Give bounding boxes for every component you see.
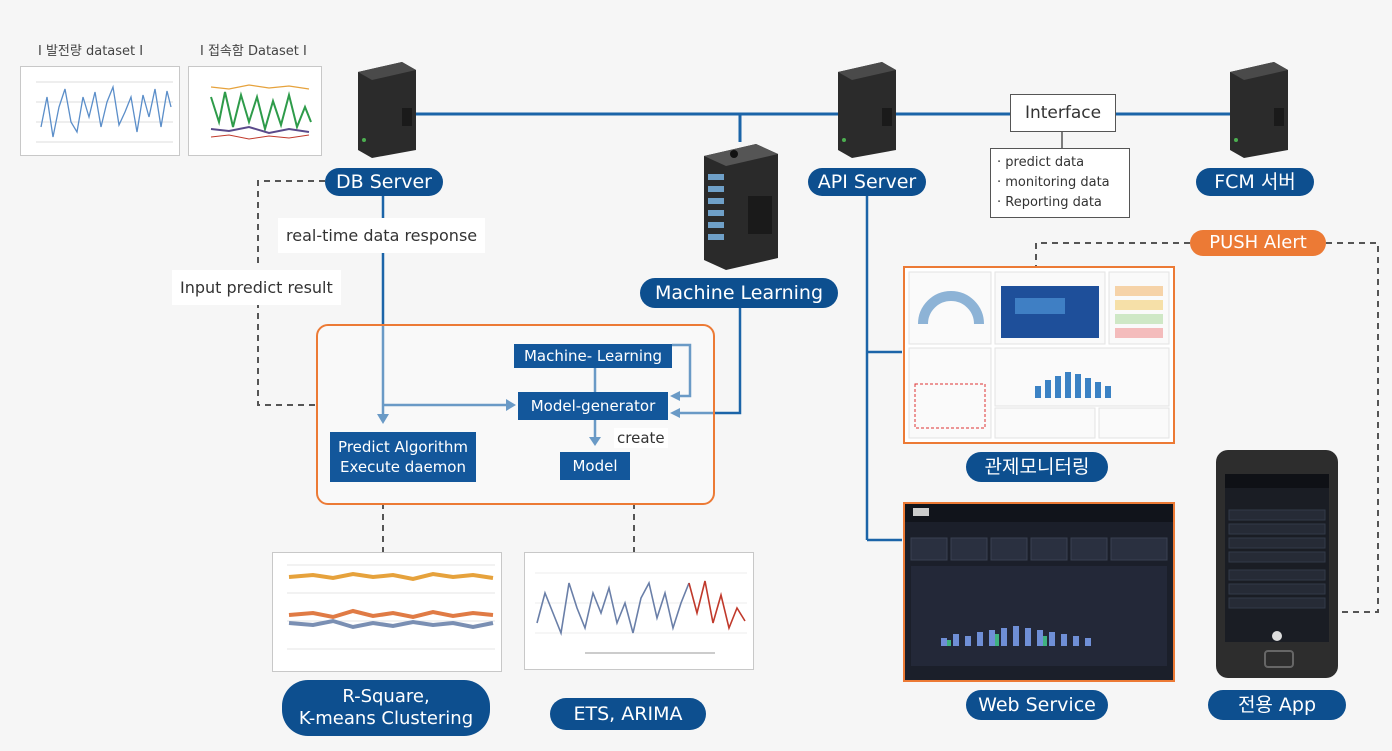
ml-server-icon bbox=[698, 140, 782, 274]
interface-item: · predict data bbox=[997, 155, 1085, 170]
ml-step-box: Machine- Learning bbox=[514, 344, 672, 368]
monitoring-label: 관제모니터링 bbox=[966, 452, 1108, 482]
rsquare-chart-thumbnail bbox=[272, 552, 502, 672]
interface-box: Interface bbox=[1010, 94, 1116, 132]
power-dataset-thumbnail bbox=[20, 66, 180, 156]
api-server-icon bbox=[830, 60, 900, 160]
web-service-label: Web Service bbox=[966, 690, 1108, 720]
rsquare-label: R-Square, K-means Clustering bbox=[282, 680, 490, 736]
app-label: 전용 App bbox=[1208, 690, 1346, 720]
power-dataset-label: I 발전량 dataset I bbox=[38, 44, 144, 59]
push-alert-label: PUSH Alert bbox=[1190, 230, 1326, 256]
fcm-server-label: FCM 서버 bbox=[1196, 168, 1314, 196]
monitoring-dashboard-thumbnail bbox=[903, 266, 1175, 444]
model-generator-box: Model-generator bbox=[518, 392, 668, 420]
interface-data-list: · predict data · monitoring data · Repor… bbox=[990, 148, 1130, 218]
interface-item: · Reporting data bbox=[997, 195, 1102, 210]
web-service-thumbnail bbox=[903, 502, 1175, 682]
realtime-label: real-time data response bbox=[278, 218, 486, 253]
ets-chart-thumbnail bbox=[524, 552, 754, 670]
create-label: create bbox=[614, 428, 668, 448]
interface-item: · monitoring data bbox=[997, 175, 1110, 190]
mobile-app-screen bbox=[1225, 474, 1329, 642]
ets-label: ETS, ARIMA bbox=[550, 698, 706, 730]
db-server-label: DB Server bbox=[325, 168, 443, 196]
machine-learning-label: Machine Learning bbox=[640, 278, 838, 308]
fcm-server-icon bbox=[1222, 60, 1292, 160]
api-server-label: API Server bbox=[808, 168, 926, 196]
predict-algorithm-box: Predict Algorithm Execute daemon bbox=[330, 432, 476, 482]
access-dataset-thumbnail bbox=[188, 66, 322, 156]
db-server-icon bbox=[350, 60, 420, 160]
home-button-icon bbox=[1264, 650, 1294, 668]
access-dataset-label: I 접속함 Dataset I bbox=[200, 44, 307, 59]
input-predict-label: Input predict result bbox=[172, 270, 341, 305]
model-box: Model bbox=[560, 452, 630, 480]
mobile-app-device bbox=[1216, 450, 1338, 678]
